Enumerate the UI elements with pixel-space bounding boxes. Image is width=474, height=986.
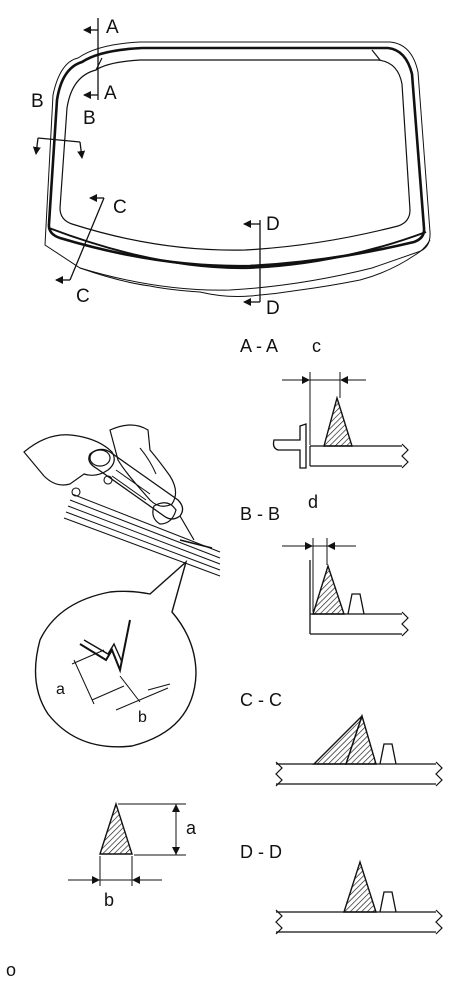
section-aa-title: A - A (240, 336, 278, 356)
section-bb: d B - B (240, 492, 409, 637)
section-dd: D - D (240, 842, 443, 935)
marker-b-right: B (83, 108, 96, 129)
section-cc-dam (379, 743, 397, 765)
bead-profile: a b (68, 801, 197, 910)
windshield-cowl-edge (48, 227, 427, 270)
section-bb-bead (312, 563, 345, 615)
section-dd-dam (379, 891, 397, 913)
profile-width-label: b (104, 890, 114, 910)
section-aa-bead (323, 395, 353, 447)
figure-code: o (6, 960, 16, 980)
marker-c-bottom: C (76, 286, 90, 307)
marker-d-top: D (266, 214, 280, 235)
section-aa: A - A c (240, 336, 409, 469)
windshield-body-outline (44, 41, 431, 291)
section-bb-dim-label: d (308, 492, 318, 512)
magnified-bead-detail: a b (34, 559, 197, 748)
section-d-markers: D D (243, 214, 280, 319)
marker-c-top: C (113, 197, 127, 218)
section-b-markers: B B (31, 91, 96, 159)
detail-height-label: a (56, 681, 65, 698)
section-bb-dam (347, 593, 365, 615)
windshield (44, 41, 431, 297)
windshield-glass-inner (59, 59, 411, 251)
section-bb-title: B - B (240, 504, 280, 524)
windshield-cut-line (79, 239, 431, 297)
marker-b-left: B (31, 91, 44, 112)
section-c-markers: C C (55, 194, 127, 307)
profile-height-label: a (186, 818, 197, 838)
section-dd-title: D - D (240, 842, 282, 862)
marker-a-top: A (106, 17, 119, 38)
marker-d-bottom: D (266, 298, 280, 319)
section-dd-bead (343, 859, 377, 913)
bead-profile-triangle (99, 801, 133, 855)
section-cc-title: C - C (240, 690, 282, 710)
marker-a-bottom: A (104, 83, 117, 104)
detail-width-label: b (138, 709, 147, 726)
section-a-markers: A A (83, 17, 119, 104)
section-aa-dim-label: c (312, 336, 321, 356)
section-cc: C - C (240, 690, 443, 787)
detail-bubble (34, 559, 197, 748)
applicator-gun-illustration (23, 424, 221, 577)
